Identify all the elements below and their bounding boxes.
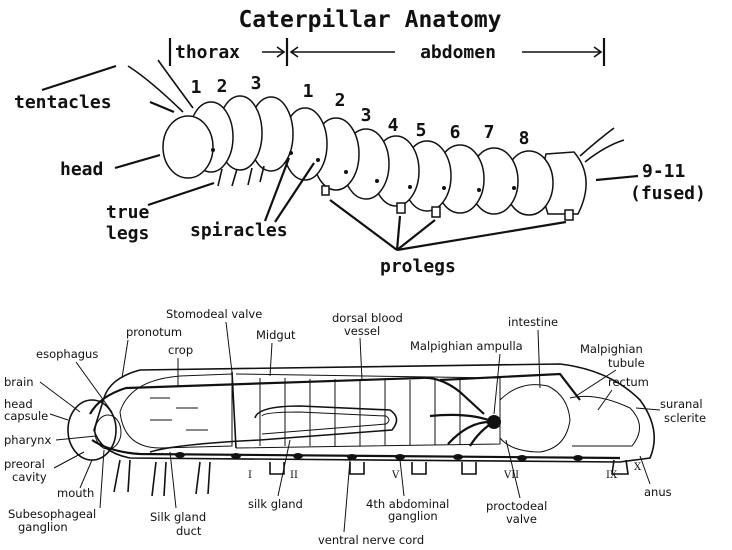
malpighian-ampulla-pointer	[494, 354, 500, 414]
subesophageal-label-1: Subesophageal	[8, 507, 96, 521]
malpighian-tubule-1	[448, 422, 494, 444]
crop-hatching	[150, 398, 208, 430]
silk-gland-duct-pointer	[170, 452, 176, 508]
brain-label: brain	[4, 375, 34, 389]
esophagus-pointer	[76, 362, 112, 412]
proctodeal-valve-label-1: proctodeal	[486, 499, 547, 513]
abdomen-num-6: 6	[450, 122, 461, 143]
internal-legs	[114, 460, 628, 496]
mouth-label: mouth	[57, 486, 94, 500]
stomodeal-valve-label: Stomodeal valve	[166, 307, 262, 321]
numeral-x: X	[634, 462, 642, 473]
tail-filament-1	[580, 128, 614, 156]
fused-label-1: 9-11	[642, 161, 685, 182]
intestine-shape	[500, 385, 570, 452]
thorax-num-3: 3	[251, 73, 262, 94]
silk-gland-duct-label-1: Silk gland	[150, 510, 206, 524]
ventral-nerve-cord-label: ventral nerve cord	[318, 533, 424, 547]
spiracles-label: spiracles	[190, 220, 288, 241]
caterpillar-external	[128, 60, 624, 220]
brain-pointer	[40, 382, 80, 412]
malpighian-tubule-3	[430, 415, 494, 422]
head-capsule-pointer	[50, 414, 68, 420]
anus-label: anus	[644, 485, 672, 499]
abdomen-label: abdomen	[420, 42, 496, 63]
dorsal-blood-label-1: dorsal blood	[332, 311, 403, 325]
numeral-vii: VII	[503, 470, 519, 481]
silk-gland-pointer	[278, 440, 290, 496]
thorax-label: thorax	[175, 42, 240, 63]
crop-label: crop	[168, 343, 193, 357]
dorsal-vessel-rear	[440, 374, 580, 400]
abdomen-num-7: 7	[484, 122, 495, 143]
pronotum-label: pronotum	[126, 325, 182, 339]
numeral-v: V	[391, 470, 400, 481]
ventral-nerve-cord-pointer	[344, 460, 350, 532]
abdomen-num-3: 3	[361, 105, 372, 126]
anus-pointer	[640, 456, 650, 484]
head-capsule-label-2: capsule	[4, 409, 48, 423]
tail-filament-2	[585, 140, 624, 162]
abdomen-num-5: 5	[416, 120, 427, 141]
true-legs-label-2: legs	[106, 223, 149, 244]
silk-gland-duct-label-2: duct	[176, 524, 202, 538]
malpighian-tubule-label-1: Malpighian	[580, 342, 643, 356]
malpighian-tubule-label-2: tubule	[608, 356, 645, 370]
suranal-sclerite-label-2: sclerite	[664, 411, 706, 425]
caterpillar-internal	[68, 364, 654, 496]
pharynx-pointer	[56, 436, 96, 440]
mouth-pointer	[80, 460, 92, 488]
fused-label-2: (fused)	[630, 183, 706, 204]
suranal-sclerite-label-1: suranal	[660, 397, 703, 411]
true-legs-label-1: true	[106, 202, 150, 223]
thorax-num-2: 2	[217, 76, 228, 97]
rectum-label: rectum	[608, 375, 649, 389]
preoral-cavity-label-1: preoral	[4, 457, 45, 471]
dorsal-blood-vessel-shape	[90, 378, 484, 414]
malpighian-ampulla-label: Malpighian ampulla	[410, 339, 523, 353]
prolegs-label: prolegs	[380, 256, 456, 277]
proctodeal-valve-label-2: valve	[506, 512, 537, 526]
silk-gland-inner	[262, 412, 389, 434]
numeral-ix: IX	[606, 470, 618, 481]
fused-pointer	[596, 176, 638, 180]
silk-gland-label: silk gland	[248, 497, 303, 511]
numeral-ii: II	[290, 470, 298, 481]
midgut-label: Midgut	[256, 328, 296, 342]
abdominal-ganglion-pointer	[400, 460, 404, 496]
pronotum-pointer	[122, 340, 128, 378]
head-label: head	[60, 159, 103, 180]
tentacles-pointer-1	[42, 66, 116, 90]
abdominal-ganglion-label-2: ganglion	[388, 509, 438, 523]
abdomen-num-8: 8	[519, 128, 530, 149]
preoral-cavity-pointer	[54, 452, 84, 468]
dorsal-blood-pointer	[360, 338, 362, 380]
suranal-sclerite-pointer	[636, 408, 660, 410]
subesophageal-label-2: ganglion	[18, 520, 68, 534]
true-legs-pointer	[148, 183, 214, 205]
intestine-label: intestine	[508, 315, 558, 329]
pharynx-label: pharynx	[4, 433, 51, 447]
abdomen-num-1: 1	[303, 81, 314, 102]
tentacles-label: tentacles	[14, 92, 112, 113]
intestine-pointer	[538, 330, 540, 388]
midgut-pointer	[270, 343, 272, 376]
rectum-shape	[570, 396, 640, 446]
thorax-num-1: 1	[191, 77, 202, 98]
antenna-right	[158, 60, 193, 108]
numeral-i: I	[248, 470, 252, 481]
abdomen-num-2: 2	[335, 90, 346, 111]
head-pointer	[115, 155, 160, 168]
segment-head	[163, 116, 213, 178]
abdomen-num-4: 4	[388, 115, 399, 136]
preoral-cavity-label-2: cavity	[12, 470, 47, 484]
dorsal-blood-label-2: vessel	[344, 324, 380, 338]
esophagus-label: esophagus	[36, 347, 98, 361]
stomodeal-valve-pointer	[226, 322, 232, 372]
tentacles-pointer-2	[150, 102, 174, 112]
diagram-title: Caterpillar Anatomy	[238, 7, 501, 33]
